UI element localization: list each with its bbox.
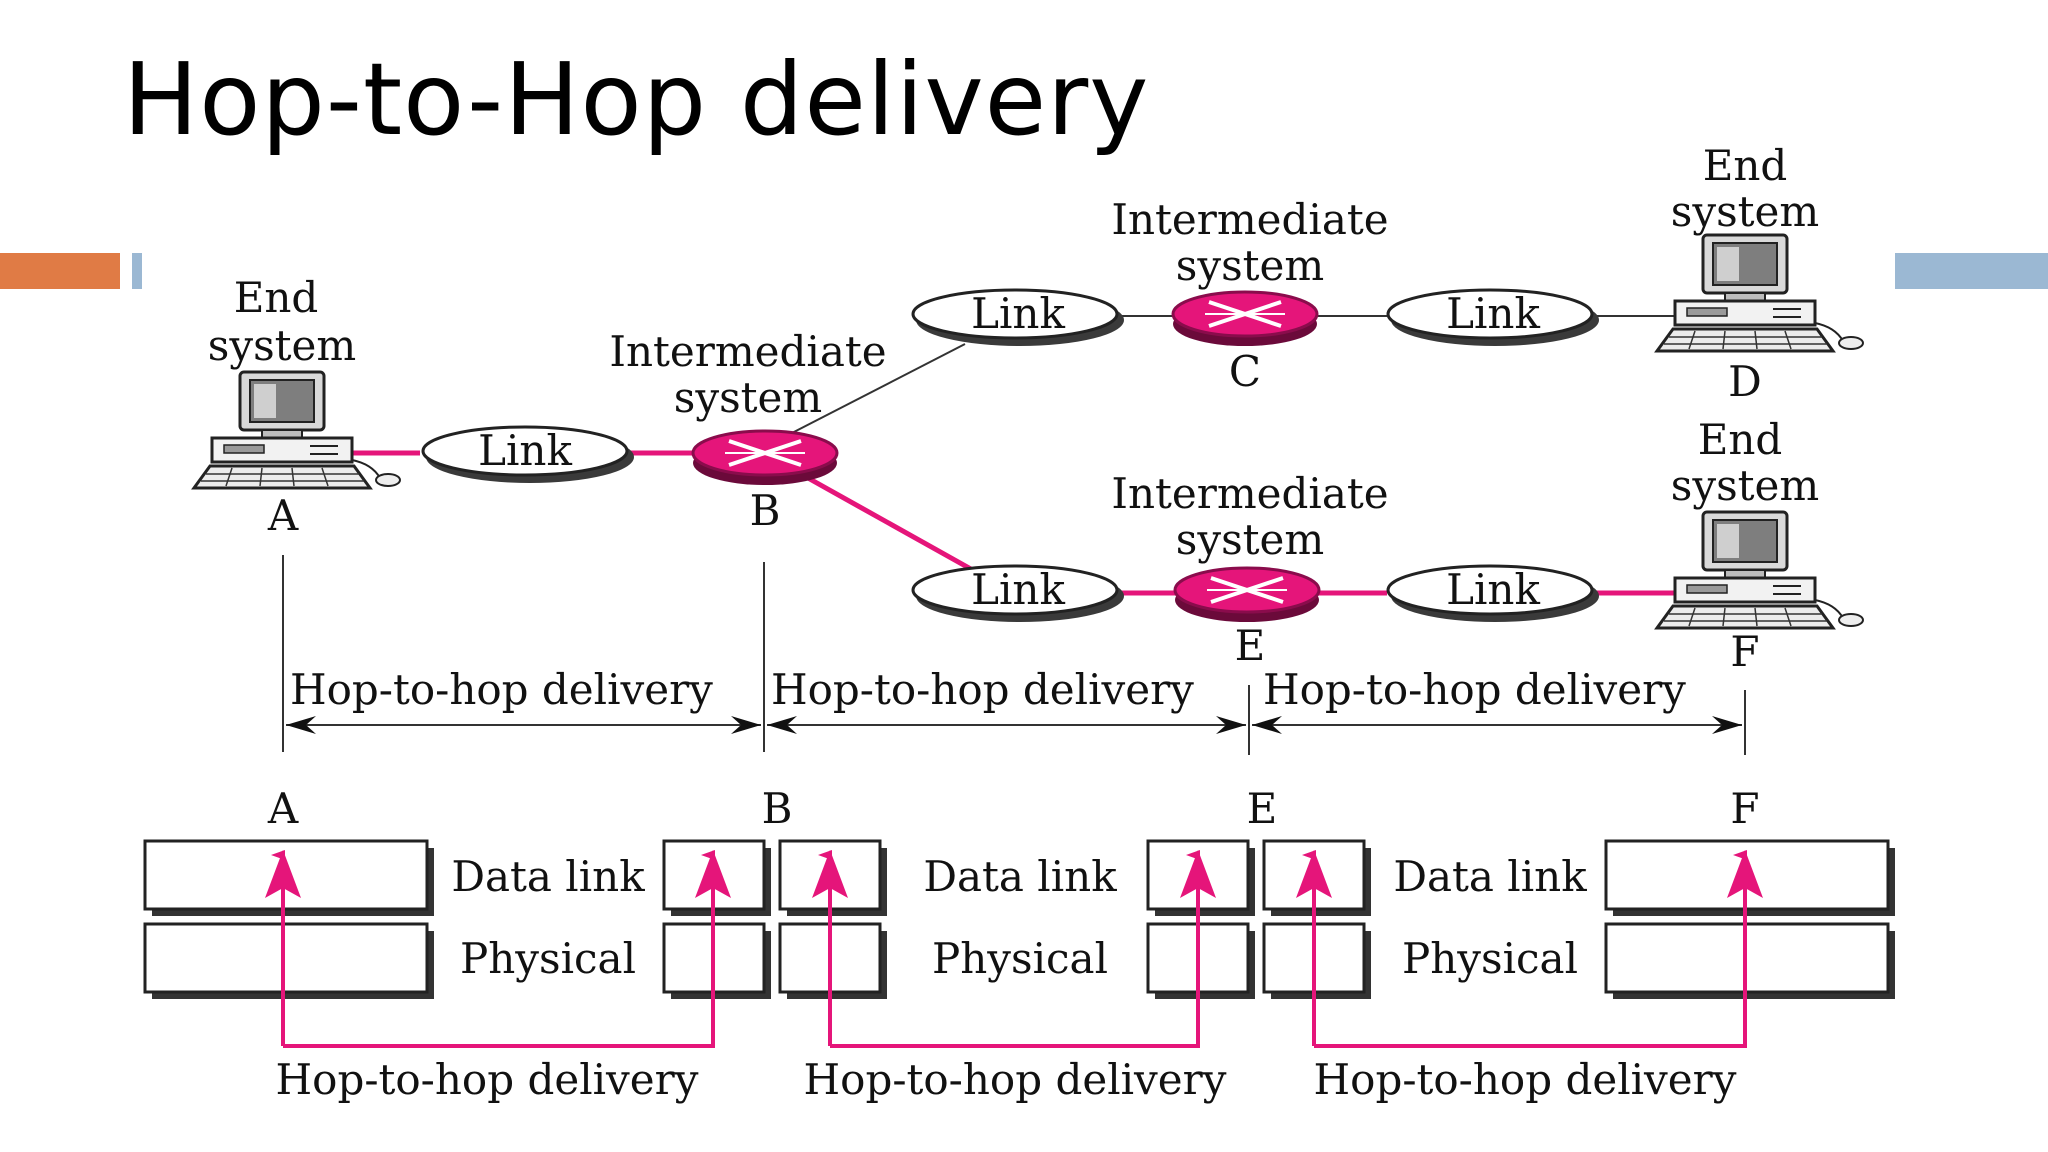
stack-label-e: E [1247,784,1278,833]
hop-span-label-2: Hop-to-hop delivery [771,665,1194,714]
computer-icon [192,370,402,490]
node-label-c: C [1229,347,1261,396]
router-icon [691,429,839,487]
hop-span-label-1: Hop-to-hop delivery [290,665,713,714]
intermediate-c-label-2: system [1176,241,1324,290]
stack-label-f: F [1730,784,1759,833]
slide-title: Hop-to-Hop delivery [123,41,1150,158]
end-system-a-label-1: End [234,273,319,322]
link-a-b: Link [421,425,636,485]
stack-label-a: A [267,784,299,833]
end-system-a-label-2: system [208,321,356,370]
intermediate-b-label-1: Intermediate [609,327,886,376]
link-label: Link [478,426,572,475]
delivery-paths [271,850,1747,1048]
link-c-d: Link [1386,288,1601,348]
end-system-d-label-1: End [1703,141,1788,190]
hop-span-label-3: Hop-to-hop delivery [1263,665,1686,714]
intermediate-b-label-2: system [674,373,822,422]
computer-icon [1655,510,1865,630]
link-b-e: Link [911,564,1126,624]
end-system-a: End system A [192,273,402,540]
stack-label-b: B [762,784,793,833]
hop-spans [282,555,1746,755]
link-label: Link [971,565,1065,614]
intermediate-e-label-2: system [1176,515,1324,564]
delivery-arrowheads [265,850,1763,898]
router-icon [1171,290,1319,348]
node-label-a: A [267,491,299,540]
end-system-f-label-2: system [1671,461,1819,510]
computer-icon [1655,233,1865,353]
hop-span-arrowheads [286,716,1742,734]
end-system-d-label-2: system [1671,187,1819,236]
node-label-e: E [1235,621,1266,670]
router-icon [1173,566,1321,624]
orange-accent-bar [0,253,120,289]
layer-physical-label-3: Physical [1402,934,1578,983]
blue-accent-bar [1895,253,2048,289]
link-b-c: Link [911,288,1126,348]
layer-physical-label-1: Physical [460,934,636,983]
node-label-f: F [1730,627,1759,676]
intermediate-system-e: Intermediate system E [1111,469,1388,670]
layer-datalink-label-3: Data link [1393,852,1587,901]
layer-datalink-label-2: Data link [923,852,1117,901]
end-system-f-label-1: End [1698,415,1783,464]
bottom-hop-label-3: Hop-to-hop delivery [1314,1055,1737,1104]
blue-accent-tick [132,253,142,289]
layer-physical-label-2: Physical [932,934,1108,983]
link-label: Link [1446,289,1540,338]
link-label: Link [1446,565,1540,614]
end-system-d: End system D [1655,141,1865,406]
intermediate-system-c: Intermediate system C [1111,195,1388,396]
node-label-b: B [750,486,781,535]
link-e-f: Link [1386,564,1601,624]
bottom-hop-label-2: Hop-to-hop delivery [804,1055,1227,1104]
node-label-d: D [1728,357,1762,406]
bottom-hop-label-1: Hop-to-hop delivery [276,1055,699,1104]
link-label: Link [971,289,1065,338]
end-system-f: End system F [1655,415,1865,676]
intermediate-e-label-1: Intermediate [1111,469,1388,518]
layer-datalink-label-1: Data link [451,852,645,901]
intermediate-c-label-1: Intermediate [1111,195,1388,244]
intermediate-system-b: Intermediate system B [609,327,886,535]
